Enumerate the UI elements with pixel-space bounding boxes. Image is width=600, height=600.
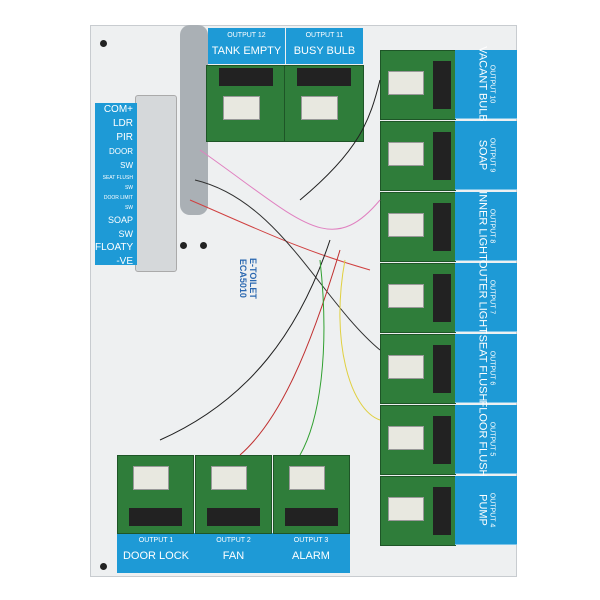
- input-label: SEAT FLUSH SW: [102, 175, 133, 191]
- cable-bundle: [180, 25, 208, 215]
- relay-board: [117, 455, 194, 534]
- relay-board: [380, 476, 456, 546]
- relay-board: [380, 405, 456, 475]
- input-labels: COM+ LDR PIR DOOR SW SEAT FLUSH SW DOOR …: [95, 103, 137, 267]
- input-label: DOOR SW: [109, 147, 133, 170]
- relay-board: [206, 65, 286, 142]
- relay-board: [380, 192, 456, 262]
- relay-board: [380, 121, 456, 191]
- relay-board: [195, 455, 272, 534]
- input-label: SOAP SW: [107, 215, 133, 239]
- relay-board: [273, 455, 350, 534]
- input-label: -VE: [116, 256, 133, 267]
- input-label: DOOR LIMIT SW: [103, 195, 133, 211]
- input-label: COM+: [103, 104, 133, 115]
- input-label: FLOATY: [95, 242, 134, 253]
- mount-hole: [100, 563, 107, 570]
- relay-board: [380, 334, 456, 404]
- relay-board: [380, 263, 456, 333]
- input-label: PIR: [116, 132, 133, 143]
- input-label: LDR: [112, 118, 133, 129]
- terminal-strip: [135, 95, 177, 272]
- relay-board: [380, 50, 456, 120]
- mount-hole: [100, 40, 107, 47]
- mount-hole: [180, 242, 187, 249]
- mount-hole: [200, 242, 207, 249]
- relay-board: [284, 65, 364, 142]
